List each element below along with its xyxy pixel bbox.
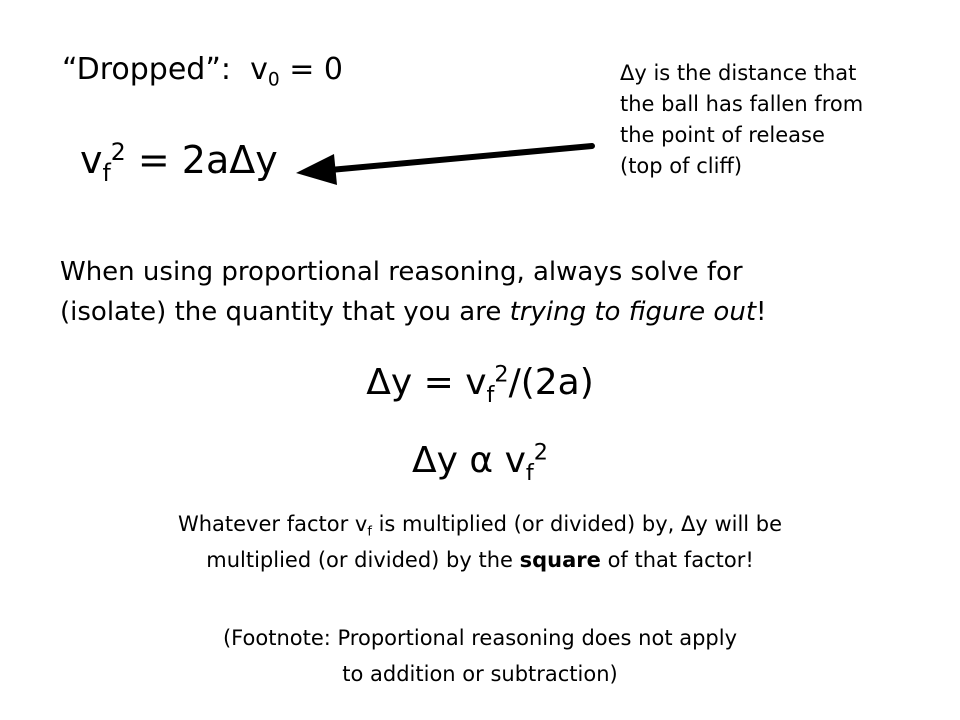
v0-variable: v <box>250 52 268 87</box>
v0-value: = 0 <box>279 52 343 87</box>
footnote: (Footnote: Proportional reasoning does n… <box>0 620 960 692</box>
annotation-line: (top of cliff) <box>620 154 743 178</box>
eq1-subscript: f <box>102 159 111 188</box>
eq3-lhs: Δy α v <box>412 440 526 481</box>
reasoning-line-1: When using proportional reasoning, alway… <box>60 257 743 287</box>
factor-line-2-start: multiplied (or divided) by the <box>206 548 520 572</box>
factor-subscript: f <box>367 524 372 540</box>
factor-line-2: multiplied (or divided) by the square of… <box>0 542 960 578</box>
v0-subscript: 0 <box>267 69 280 91</box>
footnote-line-2: to addition or subtraction) <box>342 662 618 686</box>
reasoning-emphasis: trying to figure out <box>509 297 757 327</box>
eq2-superscript: 2 <box>494 361 509 388</box>
factor-emphasis: square <box>519 548 601 572</box>
annotation-line: Δy is the distance that <box>620 61 857 85</box>
factor-explanation: Whatever factor vf is multiplied (or div… <box>0 506 960 578</box>
eq2-subscript: f <box>486 381 495 408</box>
eq3-superscript: 2 <box>533 439 548 466</box>
factor-line-1-start: Whatever factor v <box>177 512 368 536</box>
eq1-superscript: 2 <box>110 138 126 167</box>
equation-vf-squared: vf2 = 2aΔy <box>80 138 278 185</box>
equation-delta-y: Δy = vf2/(2a) <box>0 361 960 406</box>
reasoning-line-2: (isolate) the quantity that you are tryi… <box>60 292 766 332</box>
factor-line-1-end: is multiplied (or divided) by, Δy will b… <box>371 512 783 536</box>
eq1-rhs: = 2aΔy <box>125 138 278 182</box>
equation-proportional: Δy α vf2 <box>0 439 960 484</box>
eq3-subscript: f <box>525 459 534 486</box>
reasoning-line-2-start: (isolate) the quantity that you are <box>60 297 510 327</box>
eq1-variable: v <box>80 138 103 182</box>
annotation-line: the point of release <box>620 123 825 147</box>
reasoning-line-2-end: ! <box>756 297 767 327</box>
eq2-lhs: Δy = v <box>366 362 487 403</box>
eq2-rhs: /(2a) <box>508 362 594 403</box>
factor-line-2-end: of that factor! <box>600 548 754 572</box>
footnote-line-1: (Footnote: Proportional reasoning does n… <box>222 626 738 650</box>
dropped-condition: “Dropped”: v0 = 0 <box>62 52 343 89</box>
dropped-label: “Dropped”: <box>62 52 231 87</box>
delta-y-annotation: Δy is the distance that the ball has fal… <box>620 58 940 182</box>
factor-line-1: Whatever factor vf is multiplied (or div… <box>0 506 960 542</box>
annotation-line: the ball has fallen from <box>620 92 864 116</box>
reasoning-paragraph: When using proportional reasoning, alway… <box>60 252 766 332</box>
